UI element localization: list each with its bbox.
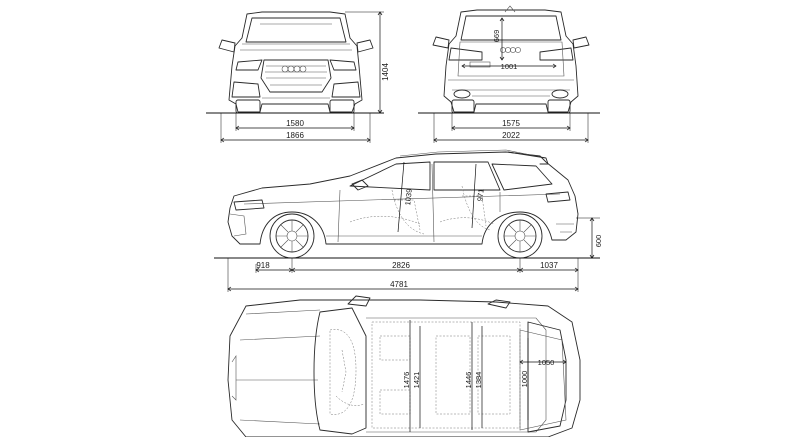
front-overhang-label: 918 xyxy=(256,261,270,270)
front-headroom-label: 1039 xyxy=(403,188,414,206)
front-view: 1404 1580 1866 xyxy=(206,11,390,143)
rear-overhang-label: 1037 xyxy=(540,261,558,270)
rear-elbow-label: 1384 xyxy=(474,372,483,389)
wheelbase-label: 2826 xyxy=(392,261,410,270)
rear-view: 669 1001 1575 2022 xyxy=(418,5,600,143)
cargo-length-label: 1050 xyxy=(538,358,555,367)
rear-opening-width-label: 1001 xyxy=(501,62,518,71)
front-elbow-label: 1421 xyxy=(412,372,421,389)
front-track-label: 1580 xyxy=(286,119,304,128)
rear-opening-height-label: 669 xyxy=(492,30,501,43)
top-view: 1476 1421 1446 1384 1000 1050 xyxy=(227,295,581,438)
cargo-width-label: 1000 xyxy=(520,371,529,388)
front-shoulder-label: 1476 xyxy=(402,372,411,389)
loading-sill-label: 600 xyxy=(594,235,603,248)
front-width-label: 1866 xyxy=(286,131,304,140)
front-height-label: 1404 xyxy=(381,63,390,81)
rear-track-label: 1575 xyxy=(502,119,520,128)
overall-length-label: 4781 xyxy=(390,280,408,289)
rear-shoulder-label: 1446 xyxy=(464,372,473,389)
side-view: 1039 971 600 918 2826 1037 4781 xyxy=(214,149,603,292)
rear-headroom-label: 971 xyxy=(475,188,485,201)
rear-width-label: 2022 xyxy=(502,131,520,140)
